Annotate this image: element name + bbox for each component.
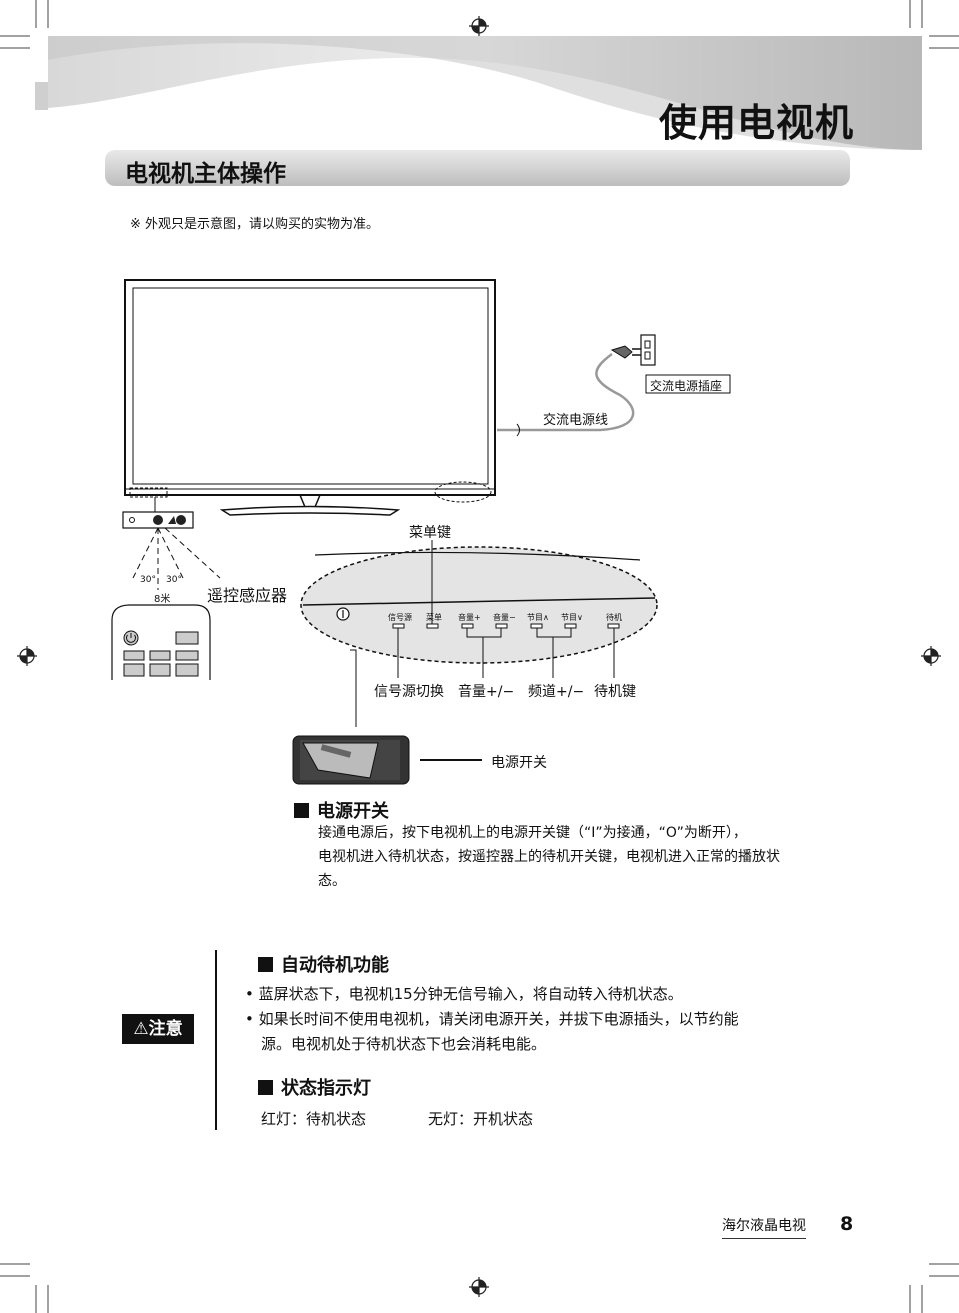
square-bullet-icon xyxy=(294,803,309,818)
square-bullet-icon xyxy=(258,957,273,972)
tv-diagram xyxy=(111,279,731,785)
page-number: 8 xyxy=(840,1213,854,1235)
panel-btn-vol-up: 音量+ xyxy=(458,613,481,622)
power-line-1: 接通电源后，按下电视机上的电源开关键（“I”为接通，“O”为断开）， xyxy=(318,825,747,841)
list-item: • 蓝屏状态下，电视机15分钟无信号输入，将自动转入待机状态。 xyxy=(245,985,683,1003)
indicator-red: 红灯：待机状态 xyxy=(261,1110,367,1128)
bullet-dot-icon: • xyxy=(245,1010,259,1028)
panel-btn-menu: 菜单 xyxy=(426,613,442,622)
panel-btn-source: 信号源 xyxy=(388,613,412,622)
list-item: • 如果长时间不使用电视机，请关闭电源开关，并拔下电源插头，以节约能 xyxy=(245,1010,739,1028)
footer-brand: 海尔液晶电视 xyxy=(722,1215,806,1239)
power-line-2: 电视机进入待机状态，按遥控器上的待机开关键，电视机进入正常的播放状 xyxy=(318,849,780,865)
distance-label: 8米 xyxy=(154,594,171,605)
power-line-3: 态。 xyxy=(318,873,346,889)
panel-btn-ch-down: 节目∨ xyxy=(561,613,583,622)
ac-cord-label: 交流电源线 xyxy=(543,413,609,428)
indicator-heading: 状态指示灯 xyxy=(258,1074,371,1100)
indicator-none: 无灯：开机状态 xyxy=(428,1110,534,1128)
remote-sensor-label: 遥控感应器 xyxy=(207,586,288,605)
angle-left-label: 30° xyxy=(140,575,156,585)
list-item-continuation: 源。电视机处于待机状态下也会消耗电能。 xyxy=(261,1035,547,1053)
bullet-dot-icon: • xyxy=(245,985,259,1003)
callout-volume: 音量+/− xyxy=(458,684,515,700)
menu-key-label: 菜单键 xyxy=(409,525,451,541)
callout-channel: 频道+/− xyxy=(528,684,585,700)
panel-btn-standby: 待机 xyxy=(606,613,622,622)
ac-socket-label: 交流电源插座 xyxy=(650,379,723,393)
section-title: 电视机主体操作 xyxy=(125,161,286,187)
caution-divider xyxy=(215,950,217,1130)
auto-standby-list: • 蓝屏状态下，电视机15分钟无信号输入，将自动转入待机状态。 • 如果长时间不… xyxy=(245,982,825,1057)
panel-btn-vol-down: 音量− xyxy=(493,613,516,622)
square-bullet-icon xyxy=(258,1080,273,1095)
power-switch-heading: 电源开关 xyxy=(294,797,389,823)
caution-badge: ⚠注意 xyxy=(122,1014,194,1044)
section-header-bar xyxy=(105,150,850,186)
power-switch-label: 电源开关 xyxy=(491,755,547,771)
callout-source: 信号源切换 xyxy=(374,684,444,700)
auto-standby-heading: 自动待机功能 xyxy=(258,951,389,977)
callout-standby: 待机键 xyxy=(594,684,636,700)
page-title: 使用电视机 xyxy=(658,101,854,145)
angle-right-label: 30° xyxy=(166,575,182,585)
appearance-note: ※ 外观只是示意图，请以购买的实物为准。 xyxy=(130,217,380,232)
power-switch-description: 接通电源后，按下电视机上的电源开关键（“I”为接通，“O”为断开）， 电视机进入… xyxy=(318,821,838,893)
panel-btn-ch-up: 节目∧ xyxy=(527,613,549,622)
